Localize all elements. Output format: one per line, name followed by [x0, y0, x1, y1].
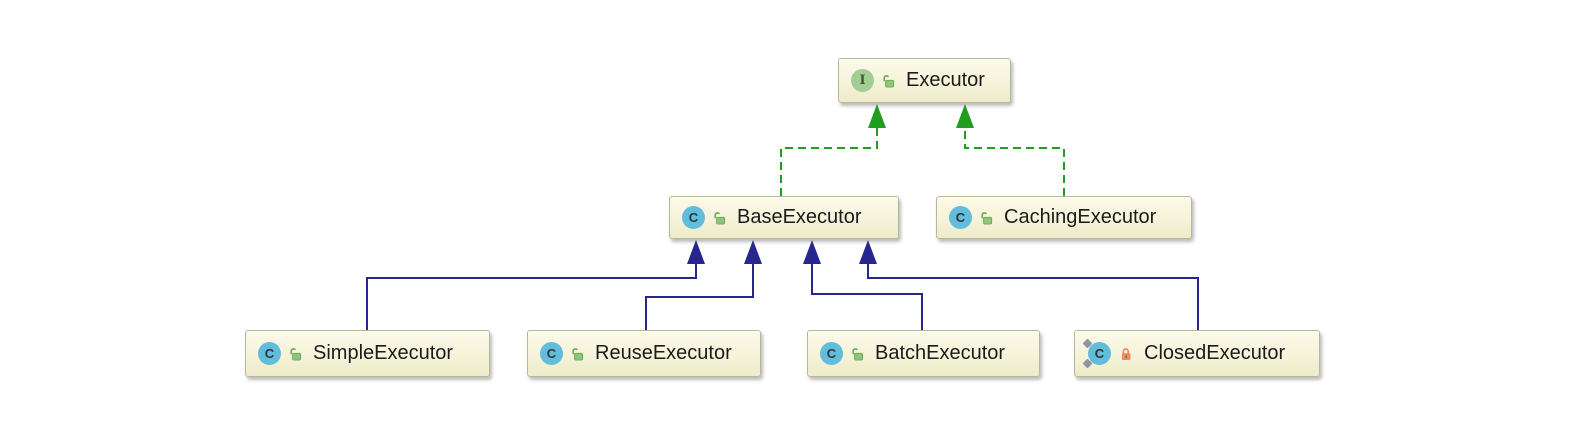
class-name-label: BaseExecutor	[737, 206, 862, 228]
class-node-closedexecutor[interactable]: C ClosedExecutor	[1074, 330, 1320, 377]
edge-generalization-reuseexecutor-to-baseexecutor[interactable]	[645, 240, 762, 330]
class-icon: C	[1088, 342, 1111, 365]
edge-generalization-batchexecutor-to-baseexecutor[interactable]	[803, 240, 923, 330]
static-inner-class-icon: C	[1082, 338, 1112, 369]
class-icon: C	[682, 206, 705, 229]
edge-realization-cachingexecutor-to-executor[interactable]	[956, 104, 1065, 196]
class-icon: C	[540, 342, 563, 365]
class-node-cachingexecutor[interactable]: C CachingExecutor	[936, 196, 1192, 239]
class-name-label: SimpleExecutor	[313, 342, 454, 364]
public-visibility-open-lock-icon	[571, 347, 584, 361]
class-icon: C	[258, 342, 281, 365]
class-node-executor[interactable]: I Executor	[838, 58, 1011, 103]
edge-realization-baseexecutor-to-executor[interactable]	[780, 104, 886, 196]
class-node-batchexecutor[interactable]: C BatchExecutor	[807, 330, 1040, 377]
class-node-baseexecutor[interactable]: C BaseExecutor	[669, 196, 899, 239]
public-visibility-open-lock-icon	[980, 211, 993, 225]
class-icon: C	[820, 342, 843, 365]
edge-generalization-simpleexecutor-to-baseexecutor[interactable]	[366, 240, 705, 330]
class-name-label: BatchExecutor	[875, 342, 1006, 364]
class-name-label: CachingExecutor	[1004, 206, 1157, 228]
class-icon: C	[949, 206, 972, 229]
class-node-reuseexecutor[interactable]: C ReuseExecutor	[527, 330, 761, 377]
interface-icon: I	[851, 69, 874, 92]
public-visibility-open-lock-icon	[851, 347, 864, 361]
public-visibility-open-lock-icon	[289, 347, 302, 361]
class-name-label: ReuseExecutor	[595, 342, 732, 364]
private-visibility-closed-lock-icon	[1120, 347, 1133, 361]
class-name-label: ClosedExecutor	[1144, 342, 1286, 364]
public-visibility-open-lock-icon	[713, 211, 726, 225]
class-node-simpleexecutor[interactable]: C SimpleExecutor	[245, 330, 490, 377]
class-name-label: Executor	[906, 69, 985, 91]
edge-generalization-closedexecutor-to-baseexecutor[interactable]	[859, 240, 1199, 330]
public-visibility-open-lock-icon	[882, 74, 895, 88]
